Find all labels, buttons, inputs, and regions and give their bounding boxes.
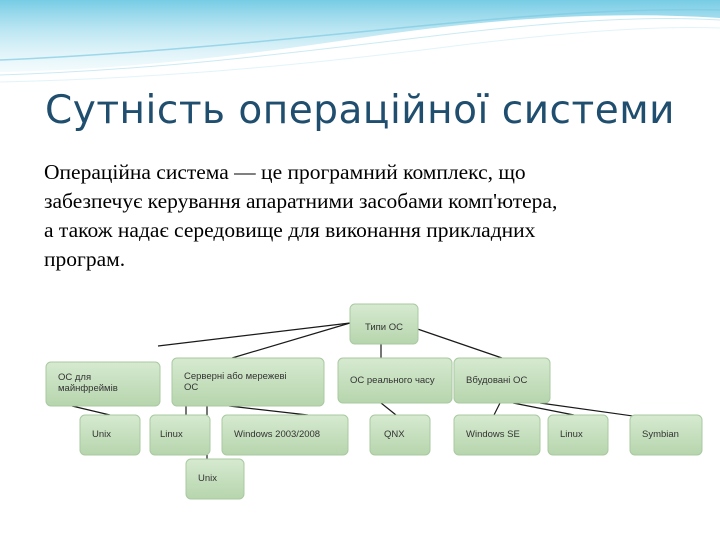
node-label-line: ОС реального часу — [350, 375, 435, 386]
node-leaf-windows-se: Windows SE — [453, 414, 541, 456]
node-label: Windows 2003/2008 — [234, 429, 320, 440]
definition-line: програм. — [44, 247, 126, 271]
node-label: Unix — [92, 429, 111, 440]
node-label: Unix — [198, 473, 217, 484]
node-leaf-linux: Linux — [149, 414, 211, 456]
node-label-line: ОС для — [58, 372, 91, 383]
definition-line: Операційна система — це програмний компл… — [44, 160, 526, 184]
node-category-server: Серверні або мережеві ОС — [171, 357, 325, 407]
node-label: Windows SE — [466, 429, 520, 440]
node-label: Linux — [560, 429, 583, 440]
node-label: Linux — [160, 429, 183, 440]
slide-title: Сутність операційної системи — [45, 88, 675, 133]
node-leaf-symbian: Symbian — [629, 414, 703, 456]
node-label-line: Вбудовані ОС — [466, 375, 527, 386]
node-label-line: Серверні або мережеві — [184, 371, 287, 382]
node-label-line: ОС — [184, 382, 198, 393]
os-types-diagram: Типи ОС ОС для майнфреймів Серверні або … — [45, 303, 703, 500]
header-wave-decoration — [0, 0, 720, 83]
node-leaf-unix: Unix — [79, 414, 141, 456]
node-label: Symbian — [642, 429, 679, 440]
node-leaf-linux-embedded: Linux — [547, 414, 609, 456]
node-category-embedded: Вбудовані ОС — [453, 357, 551, 404]
definition-text: Операційна система — це програмний компл… — [44, 158, 694, 274]
node-label-line: майнфреймів — [58, 383, 118, 394]
node-root: Типи ОС — [349, 303, 419, 345]
node-leaf-qnx: QNX — [369, 414, 431, 456]
definition-line: а також надає середовище для виконання п… — [44, 218, 536, 242]
node-label: QNX — [384, 429, 405, 440]
node-leaf-windows-2003: Windows 2003/2008 — [221, 414, 349, 456]
node-leaf-unix-server: Unix — [185, 458, 245, 500]
node-category-realtime: ОС реального часу — [337, 357, 453, 404]
definition-line: забезпечує керування апаратними засобами… — [44, 189, 558, 213]
node-category-mainframe: ОС для майнфреймів — [45, 361, 161, 407]
node-root-label: Типи ОС — [365, 322, 403, 333]
